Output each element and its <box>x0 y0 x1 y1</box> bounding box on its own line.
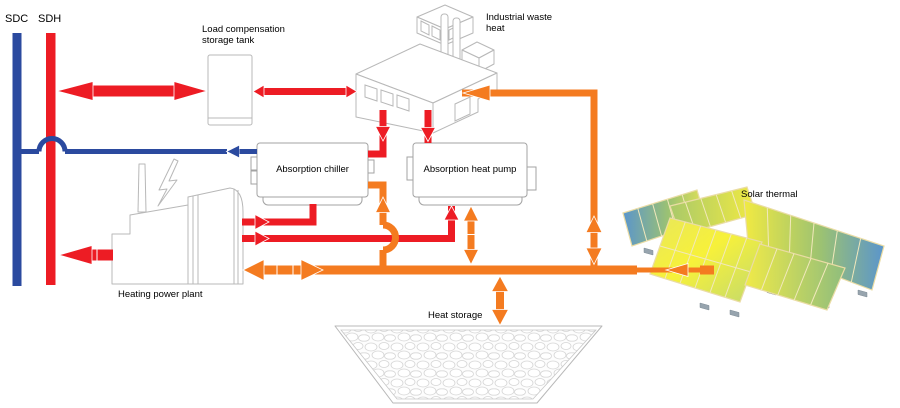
absorption-chiller-label: Absorption chiller <box>276 164 349 176</box>
sdh-pipe-network <box>46 33 460 285</box>
blue-bridge-arc <box>36 136 68 152</box>
sdh-main-line <box>46 33 56 285</box>
sdh-label: SDH <box>38 13 62 25</box>
storage-tank-shape <box>207 54 253 126</box>
absorption-heat-pump-label: Absorption heat pump <box>423 164 517 176</box>
sdc-main-line <box>12 33 22 286</box>
heating-power-plant-label: Heating power plant <box>118 289 203 300</box>
power-plant-illustration <box>111 158 244 285</box>
absorption-heat-pump-shape <box>406 142 537 206</box>
sdc-label: SDC <box>5 13 29 25</box>
solar-thermal-label: Solar thermal <box>741 189 798 200</box>
absorption-chiller-shape <box>250 142 375 206</box>
orange-bridge-arc <box>382 221 399 254</box>
solar-storage-pipe-network <box>242 84 714 327</box>
solar-panels-illustration <box>622 186 885 318</box>
storage-tank-label: Load compensation storage tank <box>202 24 285 47</box>
heat-storage-pit <box>334 325 603 404</box>
industrial-waste-heat-label: Industrial waste heat <box>486 12 553 35</box>
heat-storage-label: Heat storage <box>428 310 483 321</box>
sdc-pipe-network <box>12 33 257 286</box>
factory-illustration <box>355 4 498 134</box>
